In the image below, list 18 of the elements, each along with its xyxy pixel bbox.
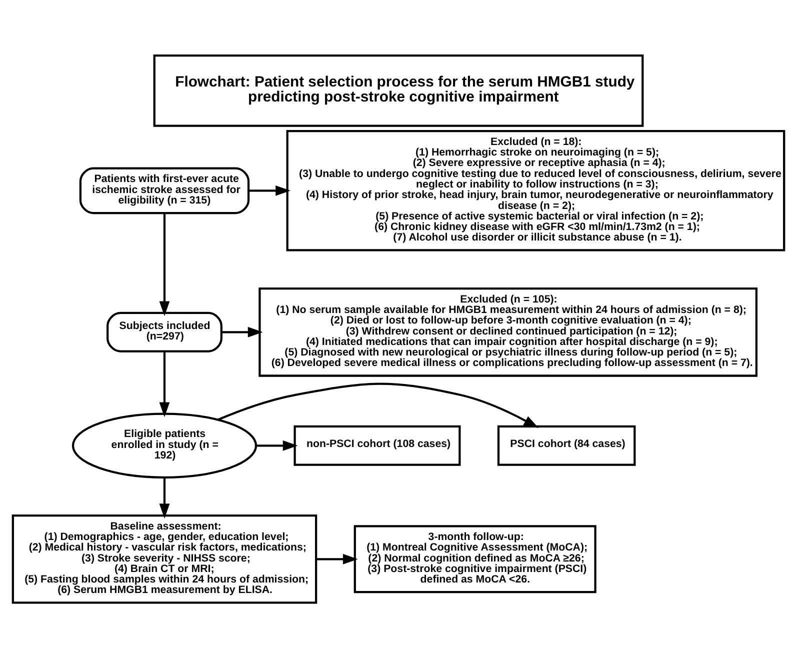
arrow: [256, 440, 298, 451]
diagram-title: Flowchart: Patient selection process for the serum HMGB1 study predicting post-stroke cognitive impairment: [175, 74, 635, 106]
arrow: [316, 554, 358, 564]
arrow: [159, 213, 170, 316]
arrow: [248, 185, 290, 196]
node-box: Excluded (n = 105): (1) No serum sample available for HMGB1 measurement within 24 hours of admission (n = 8); (2) Died or lost to follow-up before 3-month cognitive evaluation (n = 4); (3) Withdrew consent or declined continued participation (n = 12); (4) Initiated medications that can impair cognition after hospital discharge (n = 9); (5) Diagnosed with new neurological or psychiatric illness during follow-up period (n = 5); (6) Developed severe medical illness or complications precluding follow-up assessment (n = 7).: [258, 287, 758, 377]
node-box: Subjects included (n=297): [106, 312, 222, 352]
node-box: Baseline assessment: (1) Demographics - age, gender, education level; (2) Medical history - vascular risk factors, medications; (3) Stroke severity - NIHSS score; (4) Brain CT or MRI; (5) Fasting blood samples within 24 hours of admission; (6) Serum HMGB1 measurement by ELISA.: [12, 514, 318, 604]
node-box: 3-month follow-up: (1) Montreal Cognitive Assessment (MoCA); (2) Normal cognition defined as MoCA ≥26; (3) Post-stroke cognitive impairment (PSCI) defined as MoCA <26.: [354, 525, 596, 594]
arrow: [159, 352, 170, 418]
arrow: [222, 326, 263, 338]
node-box: non-PSCI cohort (108 cases): [294, 425, 461, 466]
arrow: [159, 477, 170, 519]
node-box: PSCI cohort (84 cases): [497, 425, 636, 466]
node-ellipse: Eligible patients enrolled in study (n = 192): [72, 412, 258, 478]
arrow: [218, 382, 539, 428]
node-box: Excluded (n = 18): (1) Hemorrhagic stroke on neuroimaging (n = 5); (2) Severe expressive or receptive aphasia (n = 4); (3) Unable to undergo cognitive testing due to reduced level of consciousness, delirium, severe neglect or inability to follow instructions (n = 3); (4) History of prior stroke, head injury, brain tumor, neurodegenerative or neuroinflammatory disease (n = 2); (5) Presence of active systemic bacterial or viral infection (n = 2); (6) Chronic kidney disease with eGFR <30 ml/min/1.73m2 (n = 1); (7) Alcohol use disorder or illicit substance abuse (n = 1).: [286, 130, 786, 252]
node-box: Patients with first-ever acute ischemic stroke assessed for eligibility (n = 315): [79, 167, 250, 214]
